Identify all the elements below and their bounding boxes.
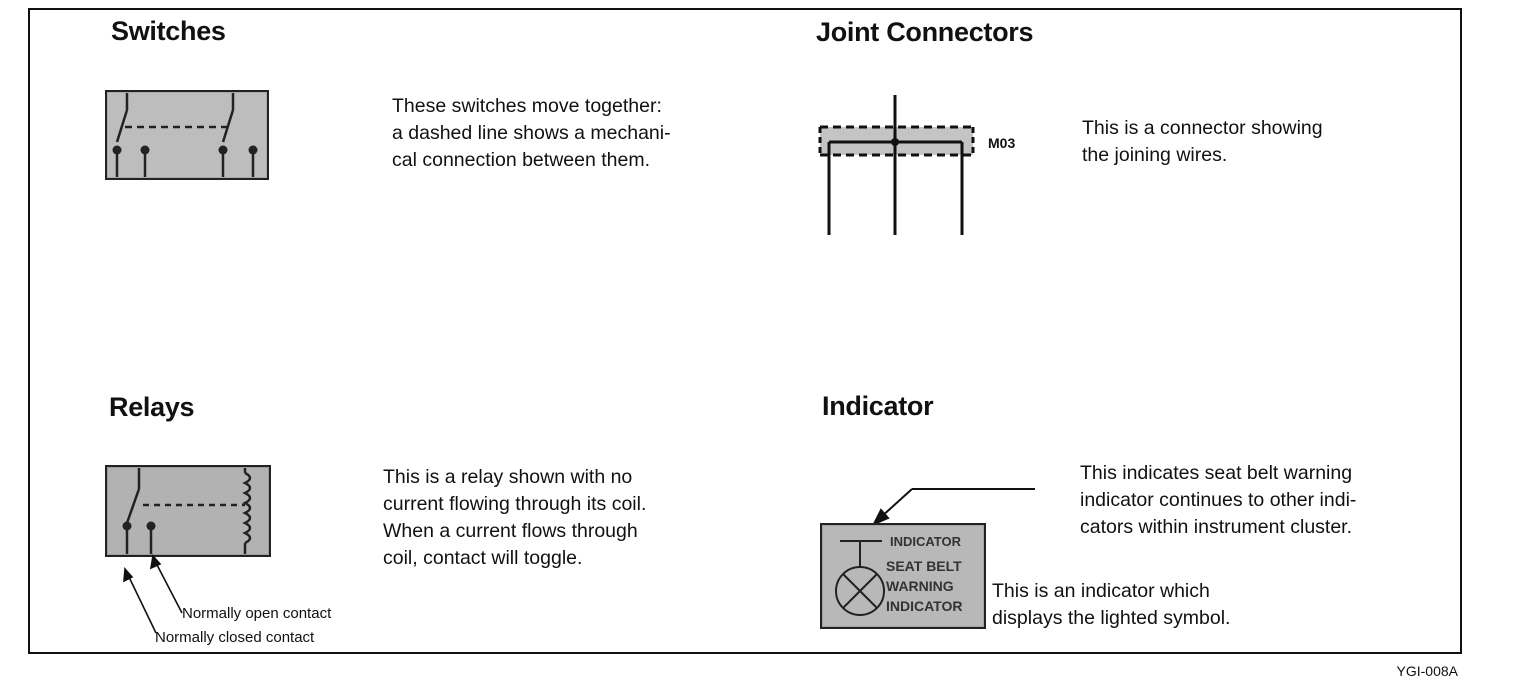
switches-description: These switches move together: a dashed l…	[392, 95, 671, 171]
connector-label: M03	[988, 135, 1016, 151]
relay-callout-arrows	[123, 554, 183, 634]
indicator-symbol: INDICATOR SEAT BELT WARNING INDICATOR	[820, 523, 986, 629]
relays-description: This is a relay shown with no current fl…	[383, 466, 647, 569]
joint-connectors-description: This is a connector showing the joining …	[1082, 117, 1323, 166]
switches-symbol	[105, 90, 269, 180]
switches-title: Switches	[111, 16, 226, 46]
normally-closed-label: Normally closed contact	[155, 629, 315, 646]
diagram-frame	[28, 8, 1462, 654]
indicator-symbol-line-1: INDICATOR	[890, 534, 962, 549]
relay-symbol	[105, 465, 271, 557]
indicator-symbol-line-3: WARNING	[886, 578, 954, 594]
indicator-callout-arrow	[871, 488, 1035, 526]
indicator-title: Indicator	[822, 391, 934, 421]
normally-open-label: Normally open contact	[182, 605, 332, 622]
indicator-symbol-line-4: INDICATOR	[886, 598, 962, 614]
joint-connectors-title: Joint Connectors	[816, 17, 1034, 47]
figure-id: YGI-008A	[1396, 663, 1458, 679]
joint-connector-symbol	[818, 95, 975, 235]
indicator-symbol-line-2: SEAT BELT	[886, 558, 962, 574]
indicator-description-side: This is an indicator which displays the …	[992, 580, 1231, 629]
relays-title: Relays	[109, 392, 195, 422]
indicator-description-top: This indicates seat belt warning indicat…	[1080, 462, 1357, 538]
